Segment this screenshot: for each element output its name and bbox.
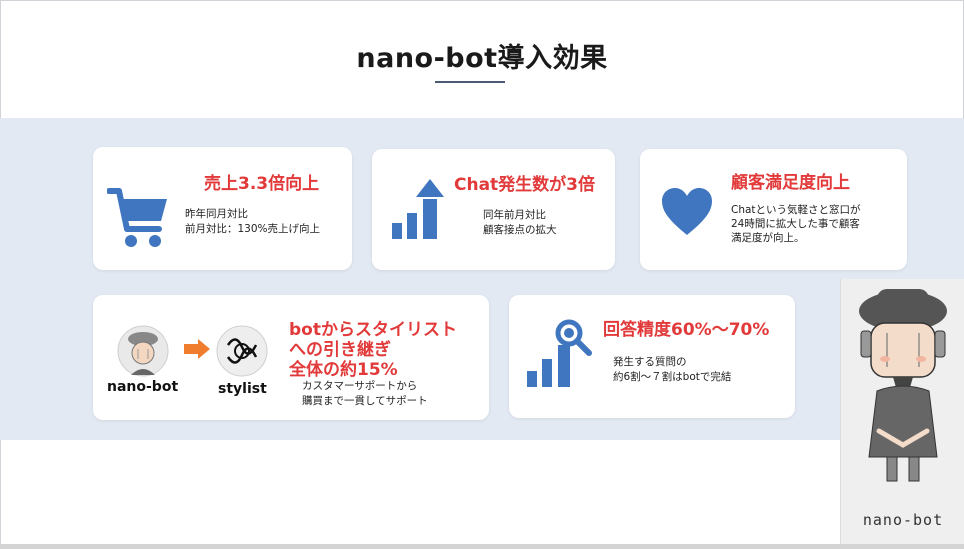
card-text-line: 約6割〜７割はbotで完結 [613, 371, 732, 383]
card-heading: 顧客満足度向上 [731, 173, 850, 193]
card-chat: Chat発生数が3倍 同年前月対比 顧客接点の拡大 [372, 149, 615, 270]
magnifier-chart-icon [527, 319, 592, 387]
arrow-right-icon [184, 339, 210, 359]
card-heading: 回答精度60%〜70% [603, 320, 770, 340]
card-text-line: 24時間に拡大した事で顧客 [731, 218, 860, 230]
heart-icon [662, 188, 712, 235]
stylist-label: stylist [218, 381, 267, 397]
card-text-line: 同年前月対比 [483, 209, 546, 221]
card-text-line: 満足度が向上。 [731, 232, 805, 244]
mascot-label: nano-bot [862, 511, 944, 529]
nano-bot-label: nano-bot [107, 379, 179, 395]
card-sales: 売上3.3倍向上 昨年同月対比 前月対比：130%売上げ向上 [93, 147, 352, 270]
card-heading: 売上3.3倍向上 [204, 174, 320, 194]
card-handoff: nano-bot stylist botからスタイリスト への引き継ぎ 全体の約… [93, 295, 489, 420]
card-text-line: 発生する質問の [613, 356, 687, 368]
title-underline [435, 81, 505, 83]
card-heading: への引き継ぎ [289, 340, 391, 360]
card-text-line: Chatという気軽さと窓口が [731, 204, 861, 216]
page-title: nano-bot導入効果 [356, 43, 608, 74]
card-text-line: 購買まで一貫してサポート [302, 395, 428, 407]
nano-bot-avatar [117, 325, 169, 377]
card-heading: botからスタイリスト [289, 320, 457, 340]
mascot-panel: nano-bot [840, 279, 964, 549]
mascot-illustration [859, 289, 947, 482]
card-heading: Chat発生数が3倍 [454, 175, 596, 195]
card-text-line: 前月対比：130%売上げ向上 [185, 223, 321, 235]
card-text-line: 昨年同月対比 [185, 208, 248, 220]
bar-chart-arrow-up-icon [392, 179, 444, 239]
card-text-line: カスタマーサポートから [302, 380, 418, 392]
card-satisfaction: 顧客満足度向上 Chatという気軽さと窓口が 24時間に拡大した事で顧客 満足度… [640, 149, 907, 270]
shopping-cart-icon [107, 188, 167, 247]
card-text-line: 顧客接点の拡大 [483, 224, 557, 236]
card-accuracy: 回答精度60%〜70% 発生する質問の 約6割〜７割はbotで完結 [509, 295, 795, 418]
card-heading: 全体の約15% [289, 360, 398, 380]
stylist-logo-icon [216, 325, 268, 377]
bottom-bar [0, 544, 964, 549]
